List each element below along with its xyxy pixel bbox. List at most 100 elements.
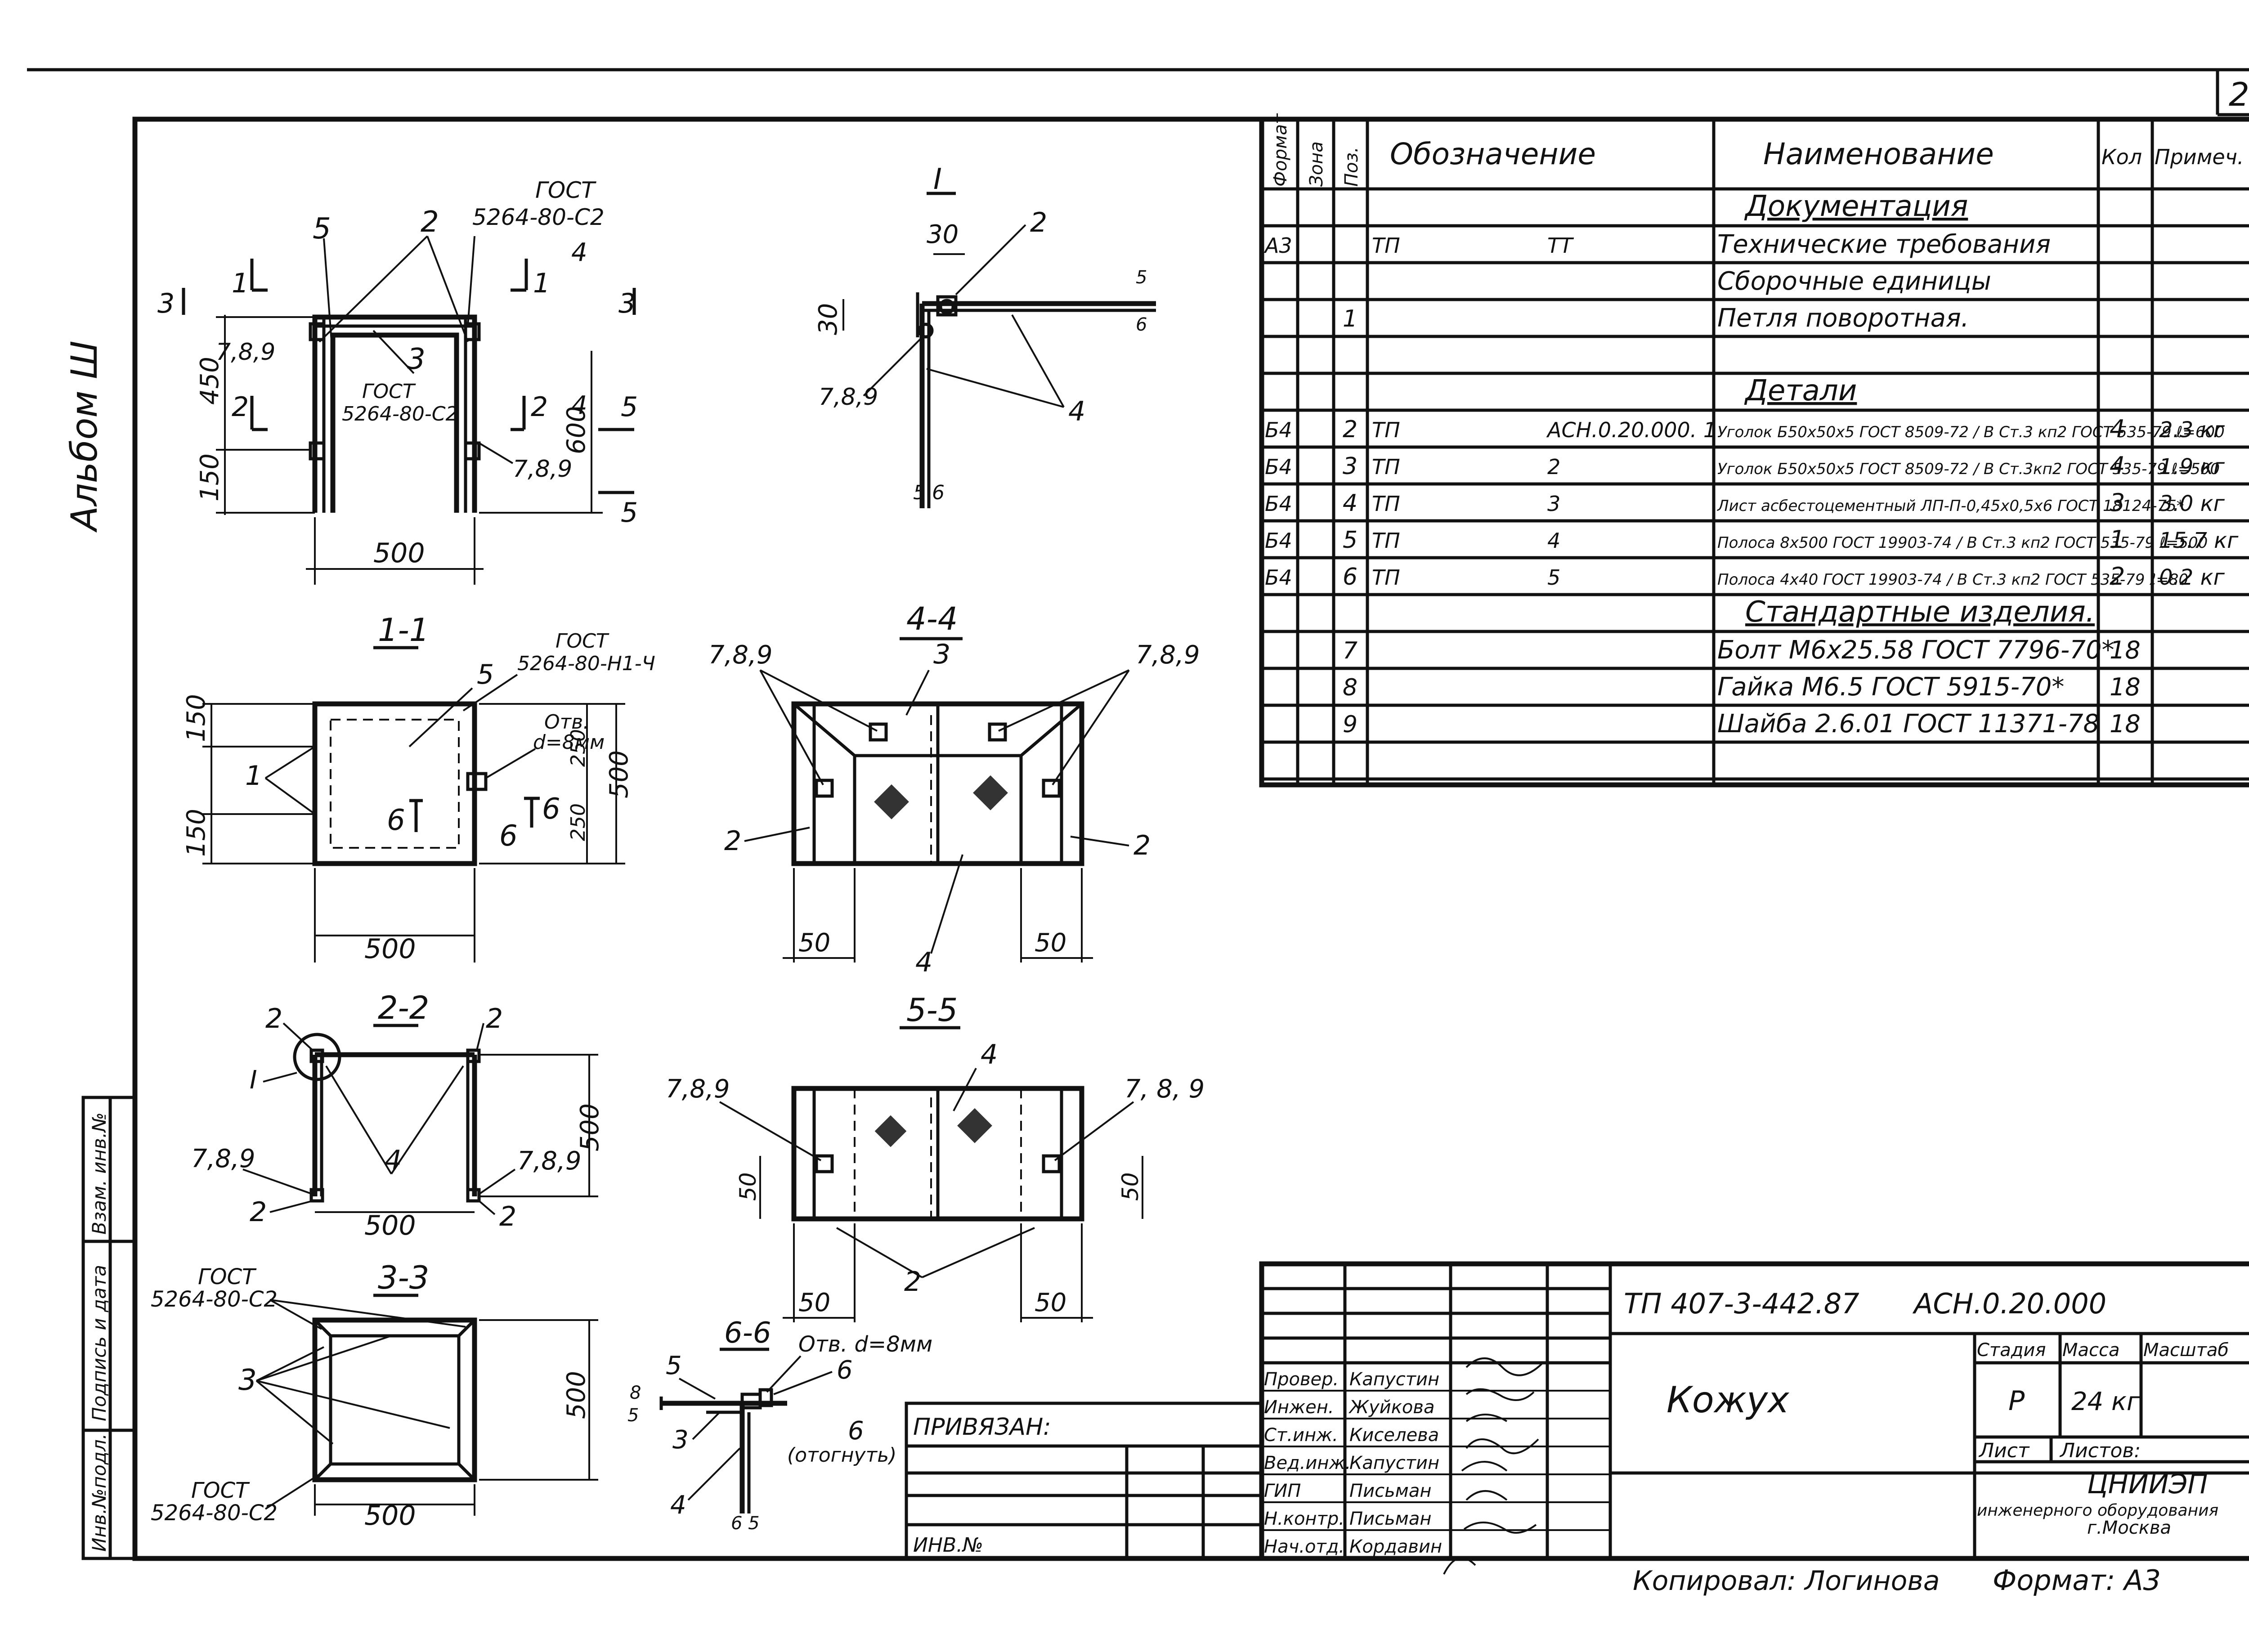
view-section-5-5: 5-5 50 50 50 50 7,8,9 7, 8, 9 4 2 (666, 992, 1205, 1322)
svg-text:7,8,9: 7,8,9 (819, 384, 878, 411)
elev-weld-right: 7,8,9 (513, 456, 572, 483)
spec-qty-cell: 4 (2110, 452, 2125, 480)
hdr-format: Формат (1270, 113, 1291, 187)
spec-designation-right-cell: АСН.0.20.000. 1 (1546, 418, 1716, 442)
v55-title: 5-5 (906, 992, 958, 1029)
spec-designation-left-cell: ТП (1372, 492, 1400, 516)
signer-name: Киселева (1349, 1425, 1439, 1446)
tb-stage: Р (2008, 1385, 2025, 1417)
svg-text:3: 3 (933, 639, 950, 670)
signer-name: Письман (1349, 1509, 1431, 1529)
svg-text:8: 8 (630, 1383, 641, 1403)
signer-role: Н.контр. (1264, 1509, 1344, 1529)
spec-format-cell: Б4 (1265, 492, 1292, 516)
elev-weld-left: 7,8,9 (216, 339, 275, 366)
v11-dim-w: 500 (364, 933, 416, 965)
svg-text:6: 6 (387, 804, 405, 837)
spec-name-cell: Стандартные изделия. (1745, 595, 2095, 629)
svg-text:7,8,9: 7,8,9 (191, 1144, 255, 1173)
svg-text:2: 2 (265, 1003, 282, 1034)
spec-format-cell: Б4 (1265, 455, 1292, 479)
spec-name-cell: Лист асбестоцементный ЛП-П-0,45х0,5х6 ГО… (1716, 497, 2184, 515)
svg-text:2: 2 (1133, 830, 1151, 861)
spec-designation-right-cell: 3 (1547, 492, 1560, 516)
v22-dim-w: 500 (364, 1210, 416, 1241)
svg-text:6: 6 (499, 819, 518, 853)
tb-bound: ПРИВЯЗАН: (913, 1414, 1051, 1441)
tb-sheets-label: Листов: (2059, 1439, 2141, 1462)
v33-dim-h: 500 (562, 1371, 591, 1419)
signer-role: Инжен. (1264, 1397, 1334, 1418)
svg-text:6: 6 (837, 1356, 853, 1385)
spec-designation-left-cell: ТП (1372, 418, 1400, 442)
spec-format-cell: Б4 (1265, 418, 1292, 442)
spec-designation-right-cell: 5 (1547, 565, 1560, 590)
hdr-name: Наименование (1763, 137, 1994, 171)
signer-role: Вед.инж. (1264, 1453, 1351, 1473)
v44-title: 4-4 (906, 600, 958, 637)
side-stamps: Инв.№подл. Подпись и дата Взам. инв.№ (81, 1096, 137, 1560)
stamp-inv-label: Инв.№подл. (88, 1433, 110, 1552)
v55-dim-50-side-right: 50 (1117, 1172, 1143, 1201)
spec-name-cell: Технические требования (1717, 230, 2051, 259)
svg-text:1: 1 (533, 268, 550, 299)
v44-dim-50-right: 50 (1035, 928, 1066, 958)
spec-name-cell: Полоса 4х40 ГОСТ 19903-74 / В Ст.3 кп2 Г… (1717, 571, 2188, 589)
tb-format: Формат: А3 (1993, 1564, 2161, 1597)
view-section-4-4: 4-4 50 50 7,8,9 7,8,9 3 2 2 4 (708, 600, 1200, 978)
svg-text:1: 1 (232, 268, 249, 299)
spec-name-cell: Шайба 2.6.01 ГОСТ 11371-78 (1717, 709, 2099, 739)
v11-dim-150b: 150 (182, 809, 211, 857)
spec-designation-left-cell: ТП (1372, 233, 1400, 258)
spec-name-cell: Документация (1744, 190, 1968, 223)
spec-table: Формат Зона Поз. Обозначение Наименовани… (1259, 113, 2249, 788)
v66-bend: (отогнуть) (787, 1444, 896, 1467)
svg-text:2: 2 (499, 1201, 516, 1232)
svg-text:7,8,9: 7,8,9 (1136, 640, 1200, 670)
spec-designation-right-cell: 4 (1547, 528, 1560, 553)
v11-dim-250b: 250 (567, 803, 590, 841)
svg-text:3: 3 (407, 343, 426, 376)
v22-title: 2-2 (378, 989, 429, 1026)
svg-text:2: 2 (486, 1003, 503, 1034)
spec-designation-left-cell: ТП (1372, 528, 1400, 553)
v66-title: 6-6 (724, 1316, 771, 1350)
spec-format-cell: Б4 (1265, 528, 1292, 553)
page-number: 27 (2229, 76, 2249, 113)
stamp-replace-label: Взам. инв.№ (88, 1112, 110, 1235)
svg-text:6: 6 (1136, 314, 1147, 335)
signer-name: Письман (1349, 1481, 1431, 1501)
tb-doc: АСН.0.20.000 (1912, 1287, 2106, 1320)
svg-text:5 6: 5 6 (913, 481, 945, 504)
spec-name-cell: Уголок Б50х50х5 ГОСТ 8509-72 / В Ст.3 кп… (1717, 423, 2225, 441)
v33-title: 3-3 (378, 1259, 429, 1296)
vI-dim-30-left: 30 (814, 303, 843, 335)
spec-pos-cell: 5 (1343, 527, 1357, 554)
spec-qty-cell: 1 (2110, 525, 2125, 554)
tb-mass: 24 кг (2071, 1387, 2140, 1416)
tb-org-sub: инженерного оборудования (1977, 1501, 2218, 1520)
spec-pos-cell: 9 (1343, 711, 1357, 738)
svg-text:7,8,9: 7,8,9 (708, 640, 773, 670)
spec-name-cell: Гайка М6.5 ГОСТ 5915-70* (1717, 672, 2064, 702)
v44-dim-50-left: 50 (798, 928, 830, 958)
svg-text:5: 5 (621, 391, 638, 423)
view-detail-I: I 30 30 2 4 7,8,9 5 6 56 (814, 163, 1156, 508)
elev-dim-w: 500 (373, 537, 425, 569)
tb-code: ТП 407-3-442.87 (1624, 1287, 1859, 1320)
spec-qty-cell: 4 (2110, 415, 2125, 443)
svg-text:5: 5 (627, 1405, 639, 1426)
spec-pos-cell: 4 (1343, 490, 1357, 517)
spec-qty-cell: 18 (2110, 710, 2141, 738)
svg-text:1: 1 (245, 760, 262, 792)
svg-text:6: 6 (542, 792, 560, 826)
elev-dim-600: 600 (562, 406, 591, 454)
svg-text:4: 4 (1068, 396, 1085, 427)
svg-text:7,8,9: 7,8,9 (517, 1146, 582, 1176)
title-block: ТП 407-3-442.87 АСН.0.20.000 Кожух Стади… (905, 1261, 2249, 1597)
spec-name-cell: Сборочные единицы (1717, 267, 1991, 296)
